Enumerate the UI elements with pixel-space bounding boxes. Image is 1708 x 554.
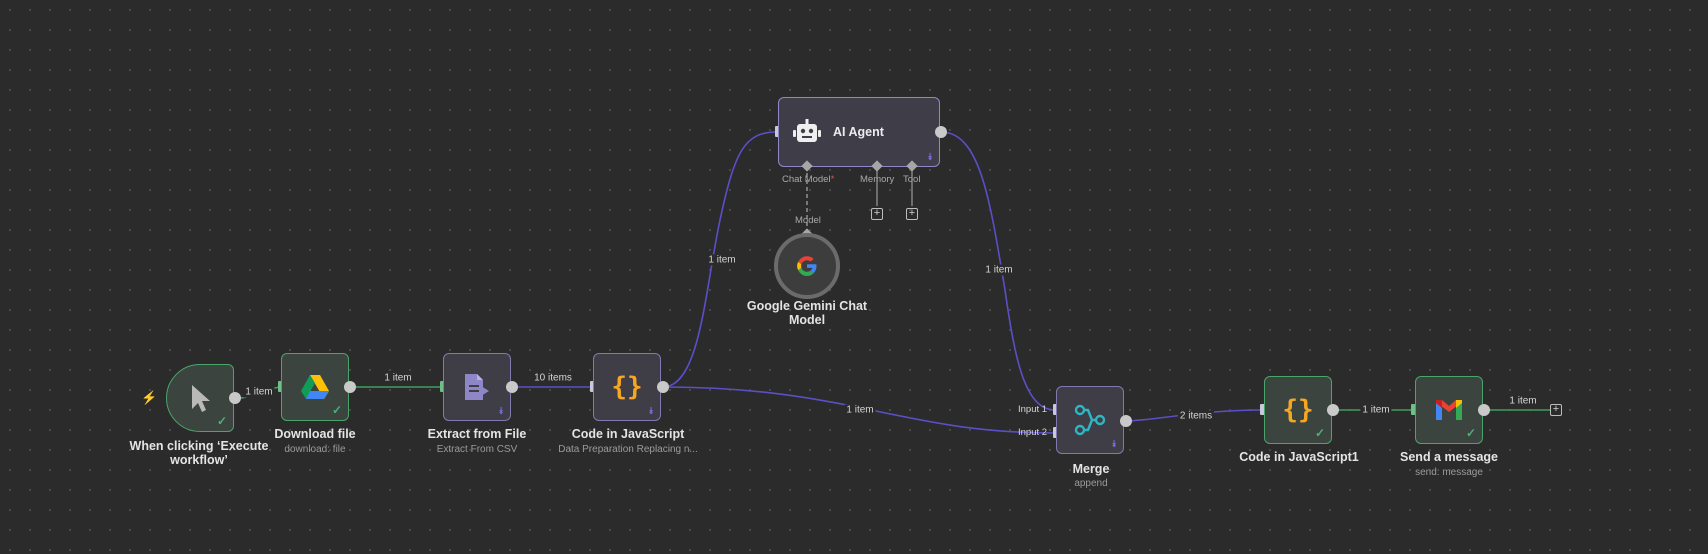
pinned-data-icon: ⯯ [927, 152, 933, 163]
edge-label: 1 item [706, 254, 738, 266]
input-handle[interactable] [1411, 404, 1417, 415]
merge-icon [1074, 404, 1106, 436]
tool-port-label: Tool [903, 174, 921, 185]
node-subtitle: Extract From CSV [436, 444, 518, 455]
node-ai-agent[interactable]: AI Agent ⯯ [778, 97, 940, 167]
pinned-data-icon: ⯯ [648, 406, 654, 417]
output-handle[interactable] [506, 381, 518, 393]
node-code-in-javascript1[interactable]: {} ✓ [1264, 376, 1332, 444]
node-code-in-javascript[interactable]: {} ⯯ [593, 353, 661, 421]
edge-label: 10 items [532, 372, 574, 384]
node-download-file[interactable]: ✓ [281, 353, 349, 421]
node-subtitle: download: file [284, 444, 346, 455]
trigger-bolt-icon: ⚡ [141, 390, 158, 405]
node-label: AI Agent [833, 125, 884, 139]
google-icon [797, 256, 817, 276]
node-label: Google Gemini Chat Model [746, 299, 868, 327]
success-check-icon: ✓ [216, 414, 227, 428]
google-drive-icon [301, 374, 329, 399]
node-label: Code in JavaScript1 [1239, 450, 1359, 464]
output-handle[interactable] [657, 381, 669, 393]
extract-file-icon [465, 374, 489, 400]
pinned-data-icon: ⯯ [498, 406, 504, 417]
success-check-icon: ✓ [1465, 426, 1476, 440]
memory-port-label: Memory [860, 174, 895, 185]
node-extract-from-file[interactable]: ⯯ [443, 353, 511, 421]
braces-icon: {} [611, 372, 643, 402]
node-label: Download file [274, 427, 356, 441]
success-check-icon: ✓ [1314, 426, 1325, 440]
output-handle[interactable] [344, 381, 356, 393]
input-2-label: Input 2 [1018, 427, 1048, 438]
edge-label: 1 item [844, 404, 876, 416]
edge-label: 2 items [1177, 410, 1215, 422]
node-label: Extract from File [427, 427, 527, 441]
edge-label: 1 item [382, 372, 414, 384]
node-google-gemini-chat-model[interactable] [774, 233, 840, 299]
model-port-label: Model [795, 215, 821, 226]
connection-code1-agent[interactable] [662, 131, 778, 388]
output-handle[interactable] [1478, 404, 1490, 416]
input-handle[interactable] [1260, 404, 1266, 415]
edge-label: 1 item [1360, 404, 1392, 416]
node-label: Send a message [1400, 450, 1498, 464]
gmail-icon [1436, 400, 1462, 420]
add-memory-button[interactable]: + [871, 208, 883, 220]
required-mark: * [830, 174, 835, 185]
output-handle[interactable] [1327, 404, 1339, 416]
add-next-node-button[interactable]: + [1550, 404, 1562, 416]
node-label: Code in JavaScript [571, 427, 685, 441]
connection-agent-merge[interactable] [940, 131, 1056, 411]
pinned-data-icon: ⯯ [1111, 439, 1117, 450]
node-label: When clicking ‘Execute workflow’ [129, 439, 269, 467]
node-subtitle: send: message [1415, 467, 1483, 478]
input-1-label: Input 1 [1018, 404, 1048, 415]
add-tool-button[interactable]: + [906, 208, 918, 220]
node-merge[interactable]: ⯯ [1056, 386, 1124, 454]
chat-model-port-label: Chat Model* [782, 174, 835, 185]
robot-icon [793, 119, 821, 142]
edge-label: 1 item [1507, 395, 1539, 407]
edge-label: 1 item [243, 386, 275, 398]
node-subtitle: Data Preparation Replacing n... [558, 444, 698, 455]
node-manual-trigger[interactable]: ✓ [166, 364, 234, 432]
output-handle[interactable] [229, 392, 241, 404]
output-handle[interactable] [935, 126, 947, 138]
braces-icon: {} [1282, 395, 1314, 425]
output-handle[interactable] [1120, 415, 1132, 427]
cursor-icon [192, 385, 210, 412]
node-send-a-message[interactable]: ✓ [1415, 376, 1483, 444]
node-label: Merge [1072, 462, 1110, 476]
node-subtitle: append [1074, 478, 1108, 489]
edge-label: 1 item [983, 264, 1015, 276]
success-check-icon: ✓ [331, 403, 342, 417]
